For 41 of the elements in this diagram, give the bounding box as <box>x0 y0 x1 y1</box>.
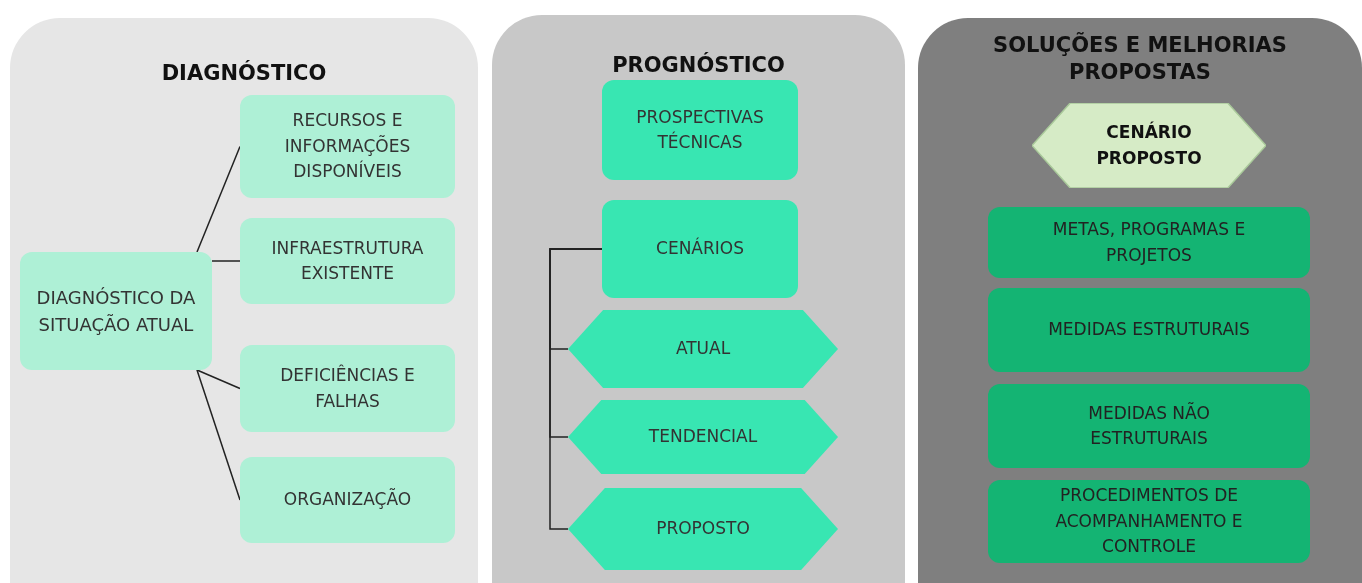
node-label: METAS, PROGRAMAS E PROJETOS <box>1051 218 1247 267</box>
process-box <box>988 207 1310 278</box>
column-title: DIAGNÓSTICO <box>160 60 328 87</box>
node-label: INFRAESTRUTURA EXISTENTE <box>270 236 425 285</box>
connector-line <box>196 369 241 501</box>
hexagon-shape <box>568 310 838 388</box>
process-box <box>20 252 212 370</box>
process-box <box>988 480 1310 563</box>
hexagon-shape <box>1032 103 1266 188</box>
process-box <box>240 95 455 198</box>
column-panel <box>918 18 1362 583</box>
process-box <box>240 457 455 543</box>
node-label: PROSPECTIVAS TÉCNICAS <box>635 105 765 154</box>
hexagon-shape <box>568 400 838 474</box>
node-label: CENÁRIO PROPOSTO <box>1095 120 1203 170</box>
node-label: RECURSOS E INFORMAÇÕES DISPONÍVEIS <box>283 109 412 184</box>
node-label: MEDIDAS ESTRUTURAIS <box>1047 318 1251 342</box>
node-label: ATUAL <box>674 337 732 361</box>
column-panel <box>492 15 905 583</box>
process-box <box>602 80 798 180</box>
node-label: CENÁRIOS <box>655 236 745 261</box>
process-box <box>988 384 1310 468</box>
connector-line <box>211 260 241 262</box>
node-label: ORGANIZAÇÃO <box>282 487 413 512</box>
node-label: DEFICIÊNCIAS E FALHAS <box>279 363 416 413</box>
column-title: PROGNÓSTICO <box>611 52 786 79</box>
node-label: PROCEDIMENTOS DE ACOMPANHAMENTO E CONTROLE <box>1054 484 1244 559</box>
node-label: MEDIDAS NÃO ESTRUTURAIS <box>1087 401 1211 450</box>
connector-line <box>196 369 241 390</box>
process-box <box>240 345 455 432</box>
column-panel <box>10 18 478 583</box>
hexagon-shape <box>568 488 838 570</box>
process-box <box>602 200 798 298</box>
process-box <box>988 288 1310 372</box>
process-box <box>240 218 455 304</box>
node-label: PROPOSTO <box>655 517 751 541</box>
connector-line <box>196 145 241 253</box>
column-title: SOLUÇÕES E MELHORIAS PROPOSTAS <box>992 32 1288 87</box>
connector-line <box>549 248 603 530</box>
node-label: TENDENCIAL <box>647 425 759 449</box>
node-label: DIAGNÓSTICO DA SITUAÇÃO ATUAL <box>35 286 197 337</box>
